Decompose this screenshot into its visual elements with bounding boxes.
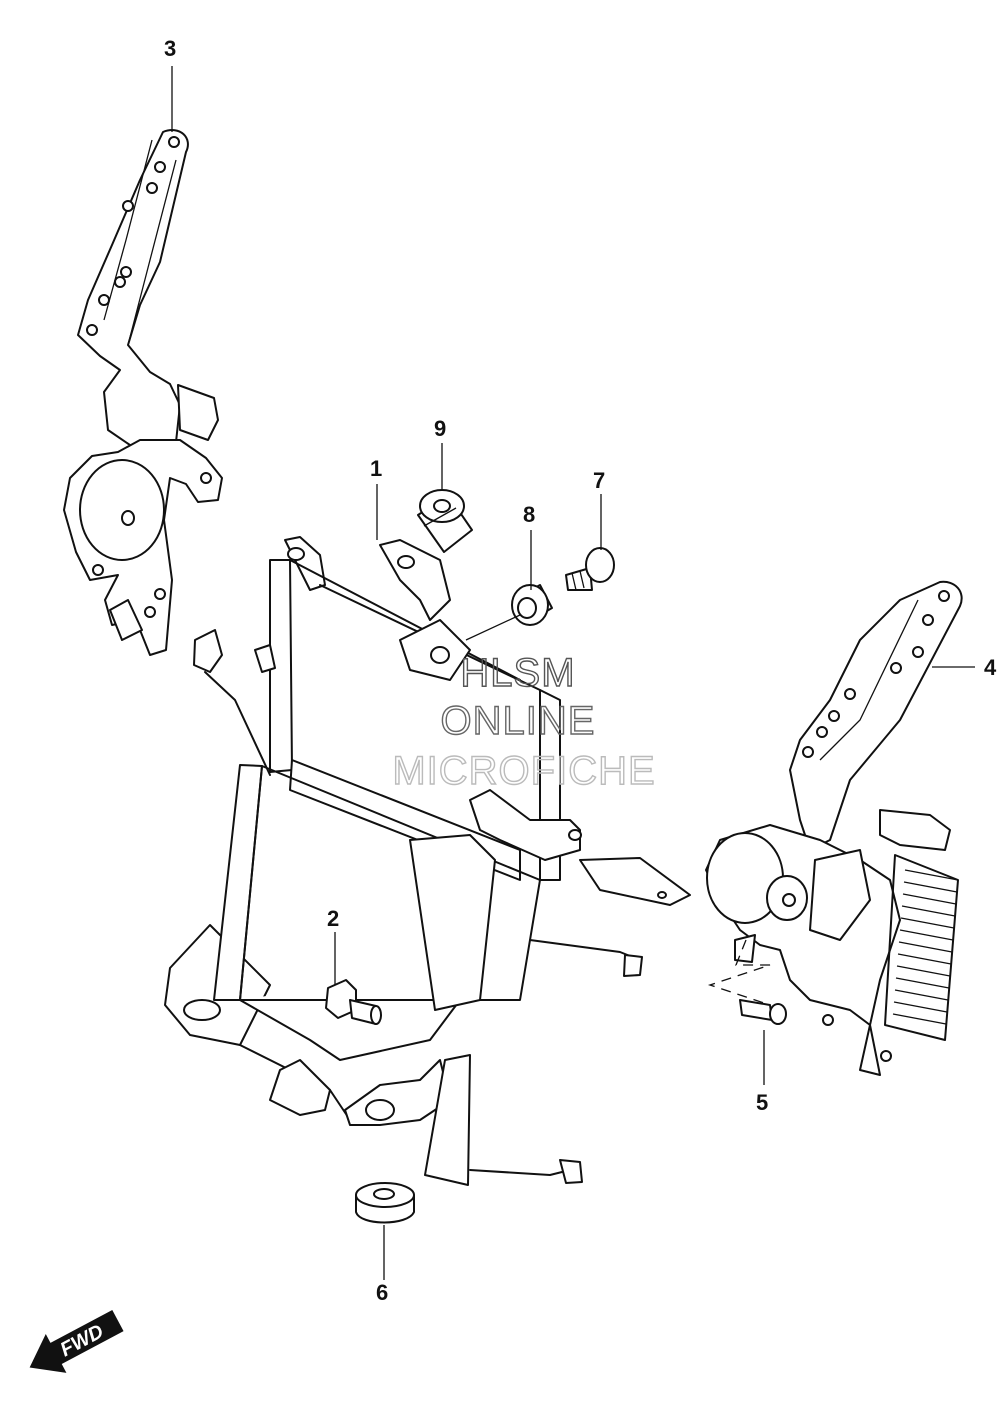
part-5-bolt xyxy=(739,999,787,1025)
callout-9: 9 xyxy=(434,416,446,441)
fwd-direction-badge: FWD xyxy=(29,1309,124,1373)
callout-numbers: 3 1 9 8 7 4 2 5 6 xyxy=(164,36,997,1305)
callout-7: 7 xyxy=(593,468,605,493)
part-7-bolt xyxy=(565,547,615,591)
callout-8: 8 xyxy=(523,502,535,527)
part-3-left-bracket xyxy=(63,129,223,656)
part-1-main-frame xyxy=(164,536,691,1186)
part-6-grommet xyxy=(355,1182,415,1224)
fwd-arrow-icon xyxy=(29,1309,124,1373)
callout-3: 3 xyxy=(164,36,176,61)
part-8-collar xyxy=(511,584,553,626)
watermark-line-1: HLSM xyxy=(460,651,575,695)
callout-5: 5 xyxy=(756,1090,768,1115)
watermark-line-3: MICROFICHE xyxy=(392,749,655,793)
part-2-bolt xyxy=(325,979,382,1025)
watermark: HLSM ONLINE MICROFICHE xyxy=(392,650,656,793)
callout-4: 4 xyxy=(984,655,997,680)
part-9-grommet xyxy=(417,489,473,553)
watermark-line-2: ONLINE xyxy=(441,699,596,743)
leader-lines xyxy=(171,66,975,1280)
callout-2: 2 xyxy=(327,906,339,931)
callout-6: 6 xyxy=(376,1280,388,1305)
callout-1: 1 xyxy=(370,456,382,481)
part-4-right-bracket xyxy=(705,580,963,1076)
spring-coils xyxy=(892,869,959,1025)
